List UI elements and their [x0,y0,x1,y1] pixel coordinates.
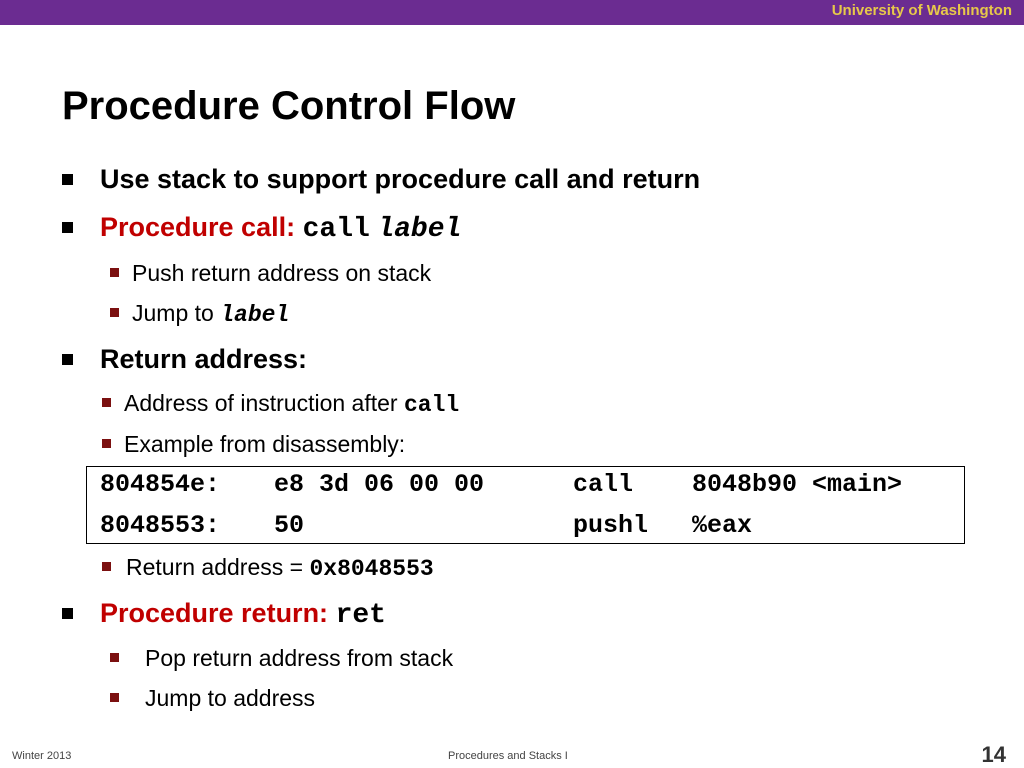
disassembly-address: 804854e: [100,470,221,499]
square-bullet-icon [62,222,73,233]
bullet-1-text: Use stack to support procedure call and … [100,164,701,194]
institution-name: University of Washington [831,2,1012,19]
square-bullet-icon [62,354,73,365]
bullet-4-label: Procedure return: [100,598,329,628]
bullet-2-label: Procedure call: [100,212,296,242]
square-bullet-icon [62,174,73,185]
header-bar: University of Washington [0,0,1024,25]
bullet-4-code: ret [335,600,386,631]
disassembly-arg: %eax [692,511,753,540]
square-bullet-icon [110,268,119,277]
square-bullet-icon [110,693,119,702]
square-bullet-icon [102,562,111,571]
disassembly-address: 8048553: [100,511,221,540]
return-address-code: 0x8048553 [309,556,434,582]
bullet-2-arg: label [377,214,462,245]
square-bullet-icon [110,653,119,662]
disassembly-box: 804854e: e8 3d 06 00 00 call 8048b90 <ma… [86,466,965,544]
bullet-2-code: call [302,214,370,245]
square-bullet-icon [110,308,119,317]
footer-topic: Procedures and Stacks I [448,750,568,762]
disassembly-bytes: 50 [274,511,305,540]
disassembly-op: call [573,470,634,499]
square-bullet-icon [102,439,111,448]
disassembly-bytes: e8 3d 06 00 00 [274,470,485,499]
square-bullet-icon [62,608,73,619]
footer-term: Winter 2013 [12,750,72,762]
page-number: 14 [981,742,1006,767]
label-code: label [220,302,290,328]
disassembly-arg: 8048b90 <main> [692,470,903,499]
slide-title: Procedure Control Flow [62,84,516,128]
call-code: call [403,392,460,418]
square-bullet-icon [102,398,111,407]
disassembly-op: pushl [573,511,649,540]
